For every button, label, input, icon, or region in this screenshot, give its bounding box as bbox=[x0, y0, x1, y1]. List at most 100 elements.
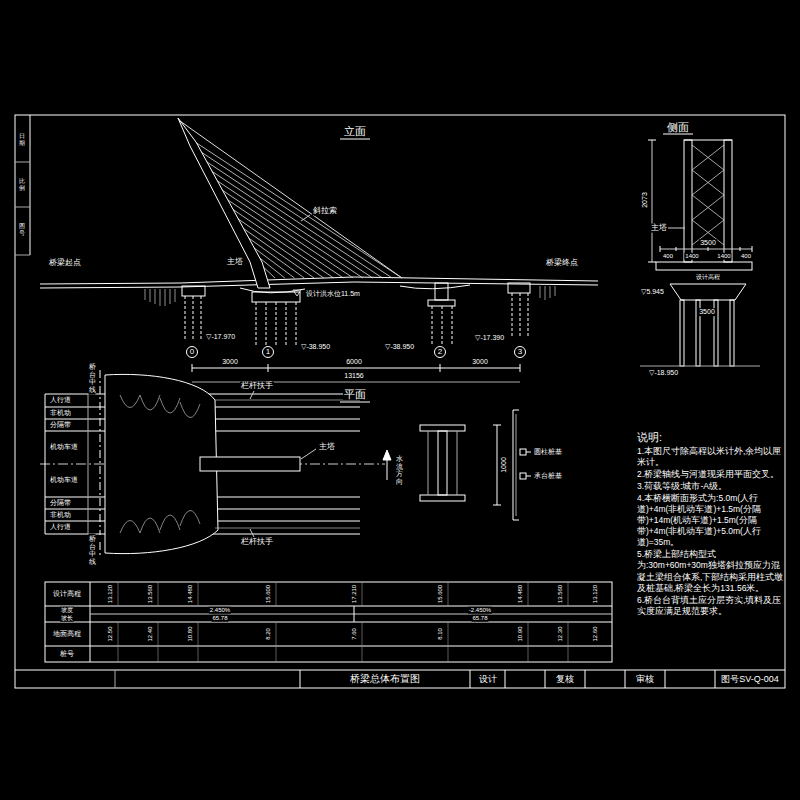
view-title: 立面 bbox=[343, 125, 367, 137]
dimension: 13156 bbox=[343, 372, 364, 380]
callout-number: 2 bbox=[438, 348, 442, 356]
table-cell: 65.78 bbox=[211, 615, 228, 622]
lane-name: 人行道 bbox=[49, 396, 72, 404]
elevation-mark: ▽-17.390 bbox=[474, 334, 505, 342]
dimension: 400 bbox=[740, 253, 752, 260]
title-cell: 复核 bbox=[545, 670, 585, 688]
table-cell: 12.30 bbox=[557, 625, 564, 642]
callout-number: 1 bbox=[266, 348, 270, 356]
dimension: 1400 bbox=[716, 253, 731, 260]
title-text: 复核 bbox=[556, 675, 574, 684]
table-cell: 12.60 bbox=[592, 625, 599, 642]
title-text: 审核 bbox=[636, 675, 654, 684]
title-text: 设计 bbox=[479, 675, 497, 684]
lane-name: 非机动 bbox=[49, 511, 72, 519]
part-name: 圆柱桩基 bbox=[533, 448, 563, 456]
title-bar bbox=[15, 670, 785, 688]
table-cell: 17.210 bbox=[351, 584, 358, 604]
table-cell: 7.60 bbox=[351, 627, 358, 641]
lane-name: 分隔带 bbox=[49, 421, 72, 429]
dimension: 3000 bbox=[221, 358, 239, 366]
table-header: 坡长 bbox=[60, 615, 74, 622]
note-item: 1.本图尺寸除高程以米计外,余均以厘米计。 bbox=[636, 446, 786, 468]
plan-view bbox=[40, 370, 531, 558]
part-name: 桥梁起点 bbox=[48, 259, 82, 268]
table-cell: 2.450% bbox=[209, 607, 231, 614]
table-cell: 10.80 bbox=[187, 625, 194, 642]
note-item: 2.桥梁轴线与河道现采用平面交叉。 bbox=[636, 469, 786, 480]
part-name: 主塔 bbox=[318, 443, 336, 452]
table-header: 地面高程 bbox=[52, 630, 82, 638]
pier-number: 3 bbox=[514, 346, 526, 358]
note-item: 3.荷载等级:城市-A级。 bbox=[636, 481, 786, 492]
part-name: 承台桩基 bbox=[533, 472, 563, 480]
dimension: 6000 bbox=[345, 358, 363, 366]
pier-number: 0 bbox=[186, 346, 198, 358]
table-cell: 13.560 bbox=[557, 584, 564, 604]
note-item: 5.桥梁上部结构型式为:30m+60m+30m独塔斜拉预应力混凝土梁组合体系,下… bbox=[636, 549, 786, 593]
pylon bbox=[178, 118, 270, 288]
table-cell: 8.10 bbox=[437, 627, 444, 641]
table-header: 坡度 bbox=[60, 607, 74, 614]
view-title: 侧面 bbox=[666, 121, 690, 133]
title-cell: 桥梁总体布置图 bbox=[300, 670, 470, 688]
axis-name: 桥台中线 bbox=[89, 362, 96, 395]
dimension: 2073 bbox=[641, 191, 649, 209]
dimension: 3500 bbox=[699, 239, 717, 247]
elevation-mark: ▽-17.970 bbox=[205, 333, 236, 341]
strip-text: 日期 bbox=[19, 132, 25, 147]
side-strip bbox=[30, 115, 31, 255]
side-view bbox=[640, 140, 760, 366]
lane-name: 非机动 bbox=[49, 409, 72, 417]
note-item: 4.本桥横断面形式为:5.0m(人行道)+4m(非机动车道)+1.5m(分隔带)… bbox=[636, 493, 786, 548]
part-name: 主塔 bbox=[650, 224, 668, 233]
lane-name: 分隔带 bbox=[49, 499, 72, 507]
view-title: 平面 bbox=[343, 388, 367, 400]
dimension: 1000 bbox=[500, 456, 508, 474]
table-cell: 13.560 bbox=[147, 584, 154, 604]
title-text: 图号SV-Q-004 bbox=[721, 675, 779, 684]
dimension: 3500 bbox=[698, 308, 716, 316]
title-text: 桥梁总体布置图 bbox=[350, 674, 420, 684]
table-cell: 65.78 bbox=[471, 615, 488, 622]
table-cell: 12.40 bbox=[147, 625, 154, 642]
part-name: 栏杆扶手 bbox=[240, 538, 274, 547]
part-name: 栏杆扶手 bbox=[240, 382, 274, 391]
table-cell: 15.600 bbox=[265, 584, 272, 604]
part-name: 主塔 bbox=[226, 258, 244, 267]
table-cell: 13.120 bbox=[107, 584, 114, 604]
callout-number: 0 bbox=[190, 348, 194, 356]
strip-text: 比例 bbox=[19, 177, 25, 192]
elevation-mark: ▽-18.950 bbox=[648, 369, 679, 377]
note-item: 6.桥台台背填土应分层夯实,填料及压实度应满足规范要求。 bbox=[636, 595, 786, 617]
profile-table bbox=[45, 582, 612, 662]
dimension: 1400 bbox=[684, 253, 699, 260]
part-name: 斜拉索 bbox=[312, 207, 338, 216]
elevation-view bbox=[40, 118, 598, 382]
table-cell: 15.600 bbox=[437, 584, 444, 604]
part-name: 桥梁终点 bbox=[545, 259, 579, 268]
title-cell: 审核 bbox=[625, 670, 665, 688]
flow-direction: 水流方向 bbox=[396, 454, 403, 487]
lane-name: 人行道 bbox=[49, 523, 72, 531]
table-cell: 8.20 bbox=[265, 627, 272, 641]
title-cell: 图号SV-Q-004 bbox=[715, 670, 785, 688]
pier-number: 2 bbox=[434, 346, 446, 358]
elevation-mark: ▽-38.950 bbox=[300, 343, 331, 351]
table-cell: -2.450% bbox=[468, 607, 492, 614]
title-cell: 设计 bbox=[470, 670, 505, 688]
strip-text: 图号 bbox=[19, 222, 25, 237]
dimension: 3000 bbox=[471, 358, 489, 366]
table-cell: 10.90 bbox=[517, 625, 524, 642]
lane-name: 机动车道 bbox=[49, 476, 79, 484]
dimension: 400 bbox=[662, 253, 674, 260]
elevation-mark: ▽-38.950 bbox=[384, 343, 415, 351]
callout-number: 3 bbox=[518, 348, 522, 356]
elevation-mark: 设计高程 bbox=[695, 274, 721, 281]
frame bbox=[15, 115, 785, 688]
lane-name: 机动车道 bbox=[49, 443, 79, 451]
pier-number: 1 bbox=[262, 346, 274, 358]
table-cell: 14.480 bbox=[517, 584, 524, 604]
table-header: 设计高程 bbox=[52, 590, 82, 598]
table-cell: 12.50 bbox=[107, 625, 114, 642]
